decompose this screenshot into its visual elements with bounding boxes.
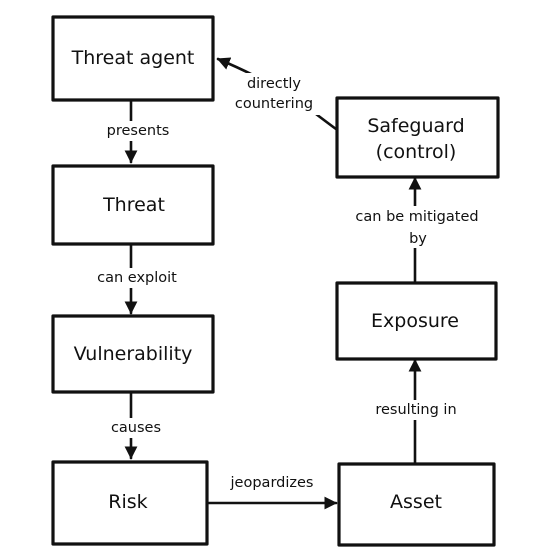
node-label-vulnerability: Vulnerability xyxy=(74,343,193,365)
edge-label-can-be-mitigated-line1: can be mitigated xyxy=(355,209,478,225)
edge-label-presents: presents xyxy=(107,123,170,139)
label-bg-can-be-mitigated-by xyxy=(342,206,492,248)
edge-label-jeopardizes: jeopardizes xyxy=(230,475,314,491)
edge-jeopardizes: jeopardizes xyxy=(207,475,338,510)
edge-label-causes: causes xyxy=(111,420,161,436)
box-safeguard xyxy=(335,96,500,179)
box-threat-agent xyxy=(51,15,215,102)
box-threat xyxy=(51,164,215,246)
node-label-exposure: Exposure xyxy=(371,310,459,332)
node-safeguard: Safeguard (control) xyxy=(335,96,500,179)
edge-label-directly-countering-line2: countering xyxy=(235,96,313,112)
node-risk: Risk xyxy=(51,460,209,546)
edge-label-resulting-in: resulting in xyxy=(375,402,456,418)
edge-can-exploit: can exploit xyxy=(90,243,184,315)
node-threat-agent: Threat agent xyxy=(51,15,215,102)
edge-label-can-exploit: can exploit xyxy=(97,270,177,286)
node-label-threat-agent: Threat agent xyxy=(71,47,195,69)
edge-directly-countering: directly countering xyxy=(216,57,338,131)
label-bg-resulting-in xyxy=(367,400,463,420)
box-exposure xyxy=(335,281,498,361)
node-label-threat: Threat xyxy=(102,194,165,216)
node-asset: Asset xyxy=(337,462,496,547)
node-label-risk: Risk xyxy=(108,491,147,513)
node-label-safeguard-line2: (control) xyxy=(376,141,457,163)
label-bg-directly-countering xyxy=(228,73,322,115)
node-label-asset: Asset xyxy=(390,491,442,513)
node-vulnerability: Vulnerability xyxy=(51,314,215,394)
edge-presents: presents xyxy=(99,99,177,164)
edge-label-can-be-mitigated-line2: by xyxy=(409,231,427,247)
box-vulnerability xyxy=(51,314,215,394)
box-asset xyxy=(337,462,496,547)
node-threat: Threat xyxy=(51,164,215,246)
edge-causes: causes xyxy=(105,391,167,460)
label-bg-causes xyxy=(105,418,167,438)
edge-can-be-mitigated-by: can be mitigated by xyxy=(342,176,492,283)
node-label-safeguard-line1: Safeguard xyxy=(367,115,464,137)
node-exposure: Exposure xyxy=(335,281,498,361)
label-bg-presents xyxy=(99,121,177,141)
label-bg-can-exploit xyxy=(90,268,184,288)
edge-resulting-in: resulting in xyxy=(367,358,463,465)
edge-label-directly-countering-line1: directly xyxy=(247,76,301,92)
box-risk xyxy=(51,460,209,546)
